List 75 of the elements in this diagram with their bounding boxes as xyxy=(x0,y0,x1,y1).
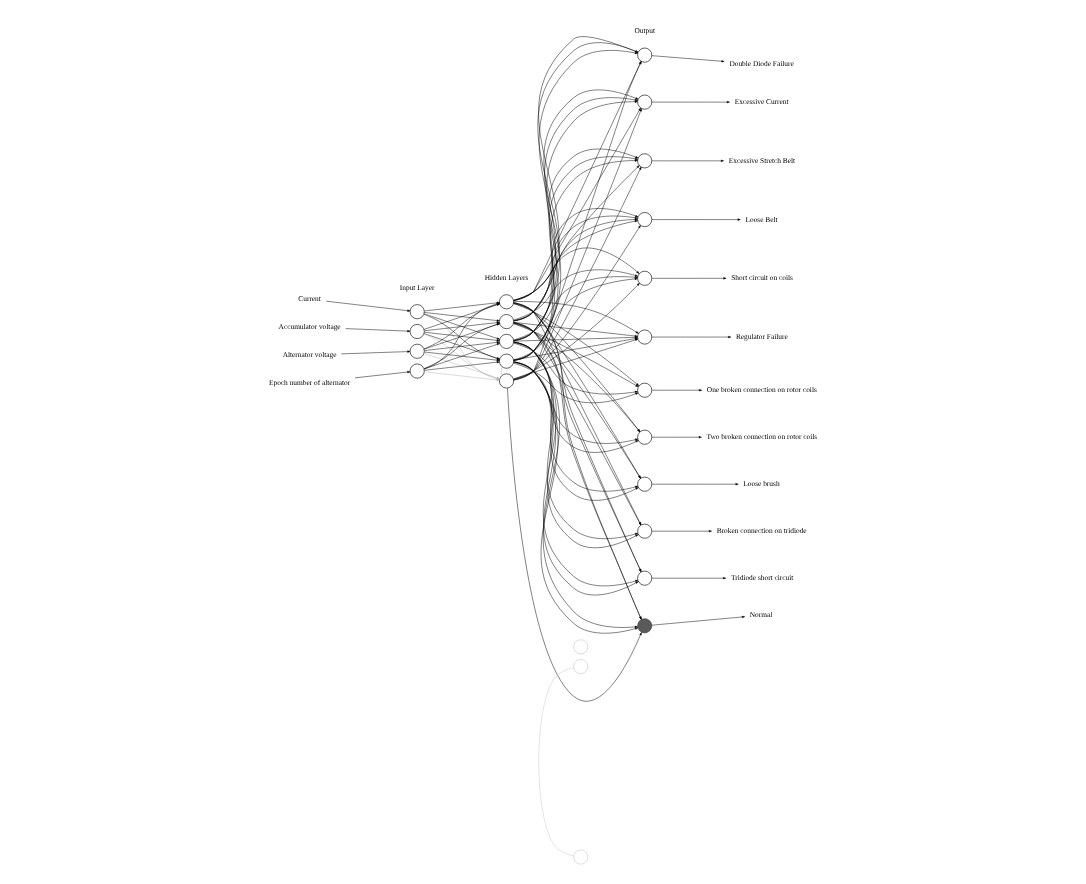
arrow xyxy=(651,615,745,626)
arrow xyxy=(513,322,638,338)
arrow xyxy=(513,215,638,341)
arrow xyxy=(513,276,638,341)
arrow xyxy=(424,312,500,322)
arrow xyxy=(513,225,641,380)
arrow xyxy=(513,165,640,301)
arrow xyxy=(651,101,730,104)
arrow xyxy=(513,361,639,501)
arrow xyxy=(424,371,500,382)
arrow xyxy=(423,303,500,350)
arrow xyxy=(423,323,500,350)
node-circle xyxy=(499,333,514,349)
arrow xyxy=(341,350,411,355)
arrow xyxy=(424,341,500,351)
arrow xyxy=(651,218,741,221)
arrow xyxy=(513,336,638,342)
arrow xyxy=(423,303,500,330)
arrow xyxy=(423,333,500,360)
arrow xyxy=(513,247,640,301)
node-circle xyxy=(499,314,514,329)
node-circle xyxy=(573,659,589,674)
arrow xyxy=(513,342,639,444)
arrow xyxy=(651,55,725,63)
arrow xyxy=(345,328,411,333)
arrow xyxy=(513,362,639,453)
arrow xyxy=(424,321,500,331)
arrow xyxy=(513,218,638,361)
arrow xyxy=(423,313,500,340)
arrow xyxy=(326,300,411,312)
arrow xyxy=(651,335,732,339)
arrow xyxy=(424,301,500,312)
arrow xyxy=(423,333,500,380)
arrow xyxy=(354,370,411,379)
arrow xyxy=(651,577,727,580)
arrow xyxy=(513,338,639,380)
arrow xyxy=(651,530,712,533)
arrow xyxy=(513,107,641,301)
arrow xyxy=(424,351,500,362)
connector xyxy=(538,667,574,857)
arrow xyxy=(513,361,639,549)
arrow xyxy=(513,269,638,321)
arrow xyxy=(651,159,724,162)
connector xyxy=(500,366,503,376)
arrow xyxy=(651,483,739,486)
arrow xyxy=(651,277,727,280)
arrow xyxy=(513,61,642,302)
arrow xyxy=(424,361,500,371)
arrow xyxy=(423,302,500,370)
arrow xyxy=(423,353,500,380)
arrow xyxy=(513,362,639,404)
node-circle xyxy=(573,849,589,865)
arrow xyxy=(507,387,642,702)
arrow xyxy=(423,313,500,380)
arrow xyxy=(513,220,638,301)
arrow xyxy=(513,341,638,539)
arrow xyxy=(424,332,500,342)
arrow xyxy=(513,337,638,361)
arrow xyxy=(513,277,638,361)
arrow xyxy=(423,313,500,360)
arrow xyxy=(651,436,702,439)
arrow xyxy=(513,342,638,395)
arrow xyxy=(651,389,702,392)
arrow xyxy=(513,282,640,380)
node-circle xyxy=(499,353,514,369)
arrow xyxy=(513,208,639,321)
node-circle xyxy=(499,294,514,310)
arrow xyxy=(513,303,640,387)
arrow xyxy=(423,323,500,369)
node-circle xyxy=(499,373,514,389)
arrow xyxy=(513,301,639,334)
node-circle xyxy=(573,639,589,655)
arrow xyxy=(513,323,639,387)
arrow xyxy=(513,341,639,492)
arrow xyxy=(423,343,500,370)
